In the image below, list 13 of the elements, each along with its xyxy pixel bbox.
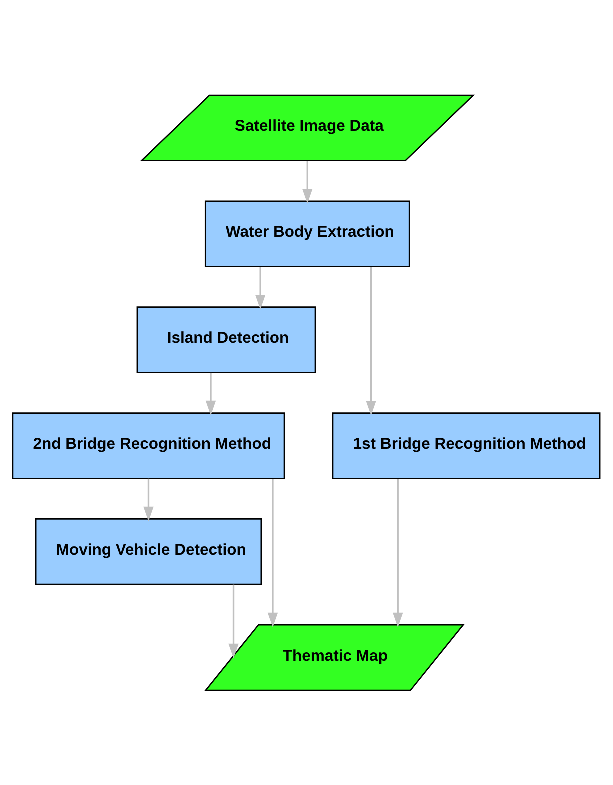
node-box: 2nd Bridge Recognition Method bbox=[12, 412, 286, 479]
arrow bbox=[302, 160, 313, 204]
node-box: Moving Vehicle Detection bbox=[35, 518, 262, 585]
arrow bbox=[366, 266, 376, 416]
arrow bbox=[144, 478, 154, 522]
arrow bbox=[206, 372, 216, 416]
node-box: 1st Bridge Recognition Method bbox=[332, 412, 601, 479]
arrow bbox=[228, 584, 239, 658]
arrow bbox=[255, 266, 266, 310]
arrow bbox=[392, 478, 404, 627]
node-box: Water Body Extraction bbox=[204, 200, 410, 267]
arrow bbox=[268, 478, 278, 627]
node-box: Island Detection bbox=[136, 306, 316, 373]
